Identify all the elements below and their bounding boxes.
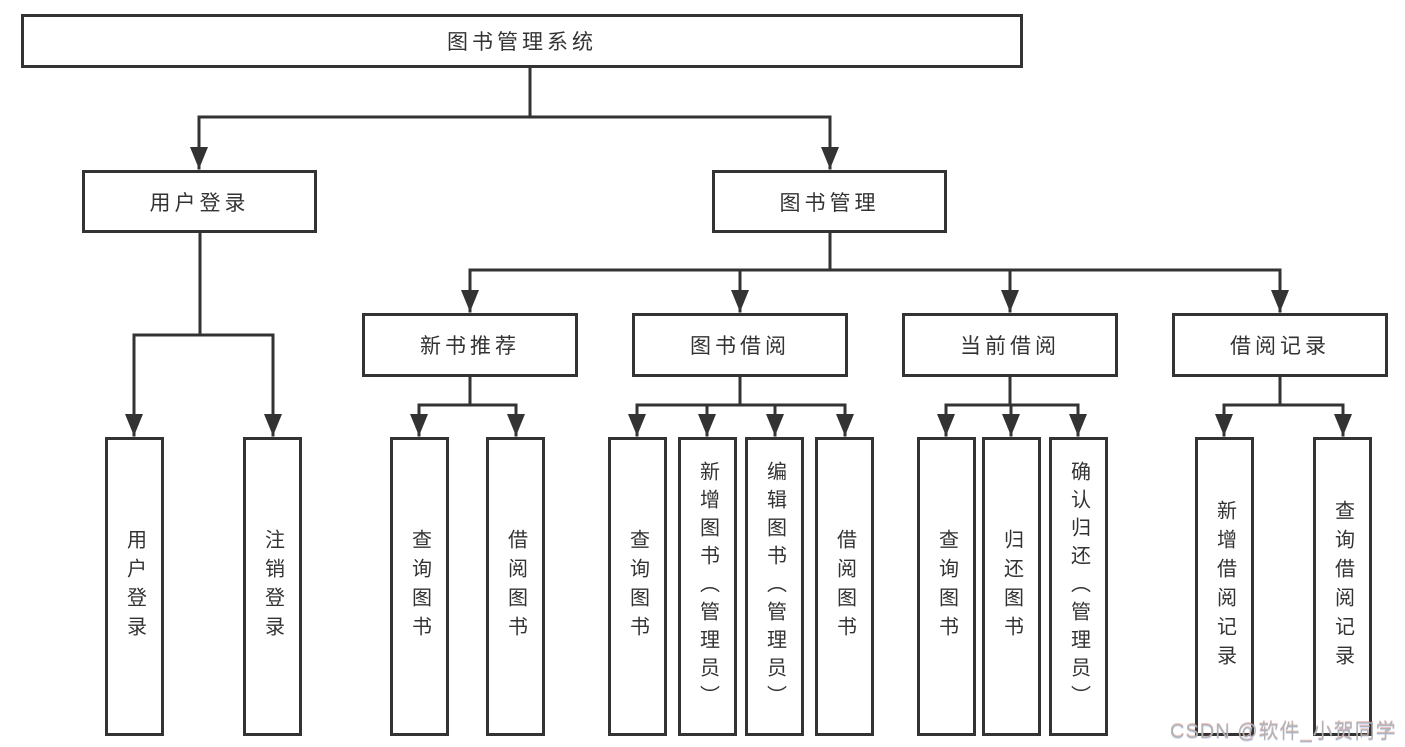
node-book-borrowing: 图书借阅 [632,313,848,377]
node-borrow-records: 借阅记录 [1172,313,1388,377]
csdn-watermark: CSDN @软件_小贺同学 [1170,721,1397,743]
leaf-add-borrow-record-label: 新增借阅记录 [1213,499,1236,674]
leaf-edit-books-admin-label: 编辑图书（管理员） [763,460,786,713]
node-user-login: 用户登录 [82,170,317,233]
leaf-query-books-2-label: 查询图书 [626,528,649,645]
leaf-borrow-books-2-label: 借阅图书 [833,528,856,645]
leaf-edit-books-admin: 编辑图书（管理员） [745,437,804,736]
node-user-login-label: 用户登录 [149,191,250,215]
leaf-user-login: 用户登录 [105,437,164,736]
node-borrow-records-label: 借阅记录 [1230,335,1330,358]
node-current-borrowing: 当前借阅 [902,313,1118,377]
leaf-query-borrow-record: 查询借阅记录 [1313,437,1372,736]
leaf-query-borrow-record-label: 查询借阅记录 [1331,499,1354,674]
node-book-management: 图书管理 [712,170,947,233]
node-book-management-label: 图书管理 [779,191,880,215]
leaf-query-books-2: 查询图书 [608,437,667,736]
leaf-query-books-3-label: 查询图书 [935,528,958,645]
leaf-logout-login-label: 注销登录 [261,528,284,645]
leaf-borrow-books-1: 借阅图书 [486,437,545,736]
leaf-logout-login: 注销登录 [243,437,302,736]
leaf-add-books-admin-label: 新增图书（管理员） [696,460,719,713]
leaf-borrow-books-1-label: 借阅图书 [504,528,527,645]
leaf-confirm-return-admin-label: 确认归还（管理员） [1067,460,1090,713]
leaf-add-borrow-record: 新增借阅记录 [1195,437,1254,736]
leaf-query-books-3: 查询图书 [917,437,976,736]
leaf-user-login-label: 用户登录 [123,528,146,645]
leaf-add-books-admin: 新增图书（管理员） [678,437,737,736]
leaf-return-books-label: 归还图书 [1000,528,1023,645]
node-book-borrowing-label: 图书借阅 [690,335,790,358]
node-new-book-recommend: 新书推荐 [362,313,578,377]
node-new-book-recommend-label: 新书推荐 [420,335,520,358]
leaf-confirm-return-admin: 确认归还（管理员） [1049,437,1108,736]
leaf-return-books: 归还图书 [982,437,1041,736]
node-current-borrowing-label: 当前借阅 [960,335,1060,358]
leaf-borrow-books-2: 借阅图书 [815,437,874,736]
leaf-query-books-1-label: 查询图书 [408,528,431,645]
leaf-query-books-1: 查询图书 [390,437,449,736]
node-library-system-label: 图书管理系统 [447,31,597,54]
node-library-system: 图书管理系统 [21,14,1023,68]
